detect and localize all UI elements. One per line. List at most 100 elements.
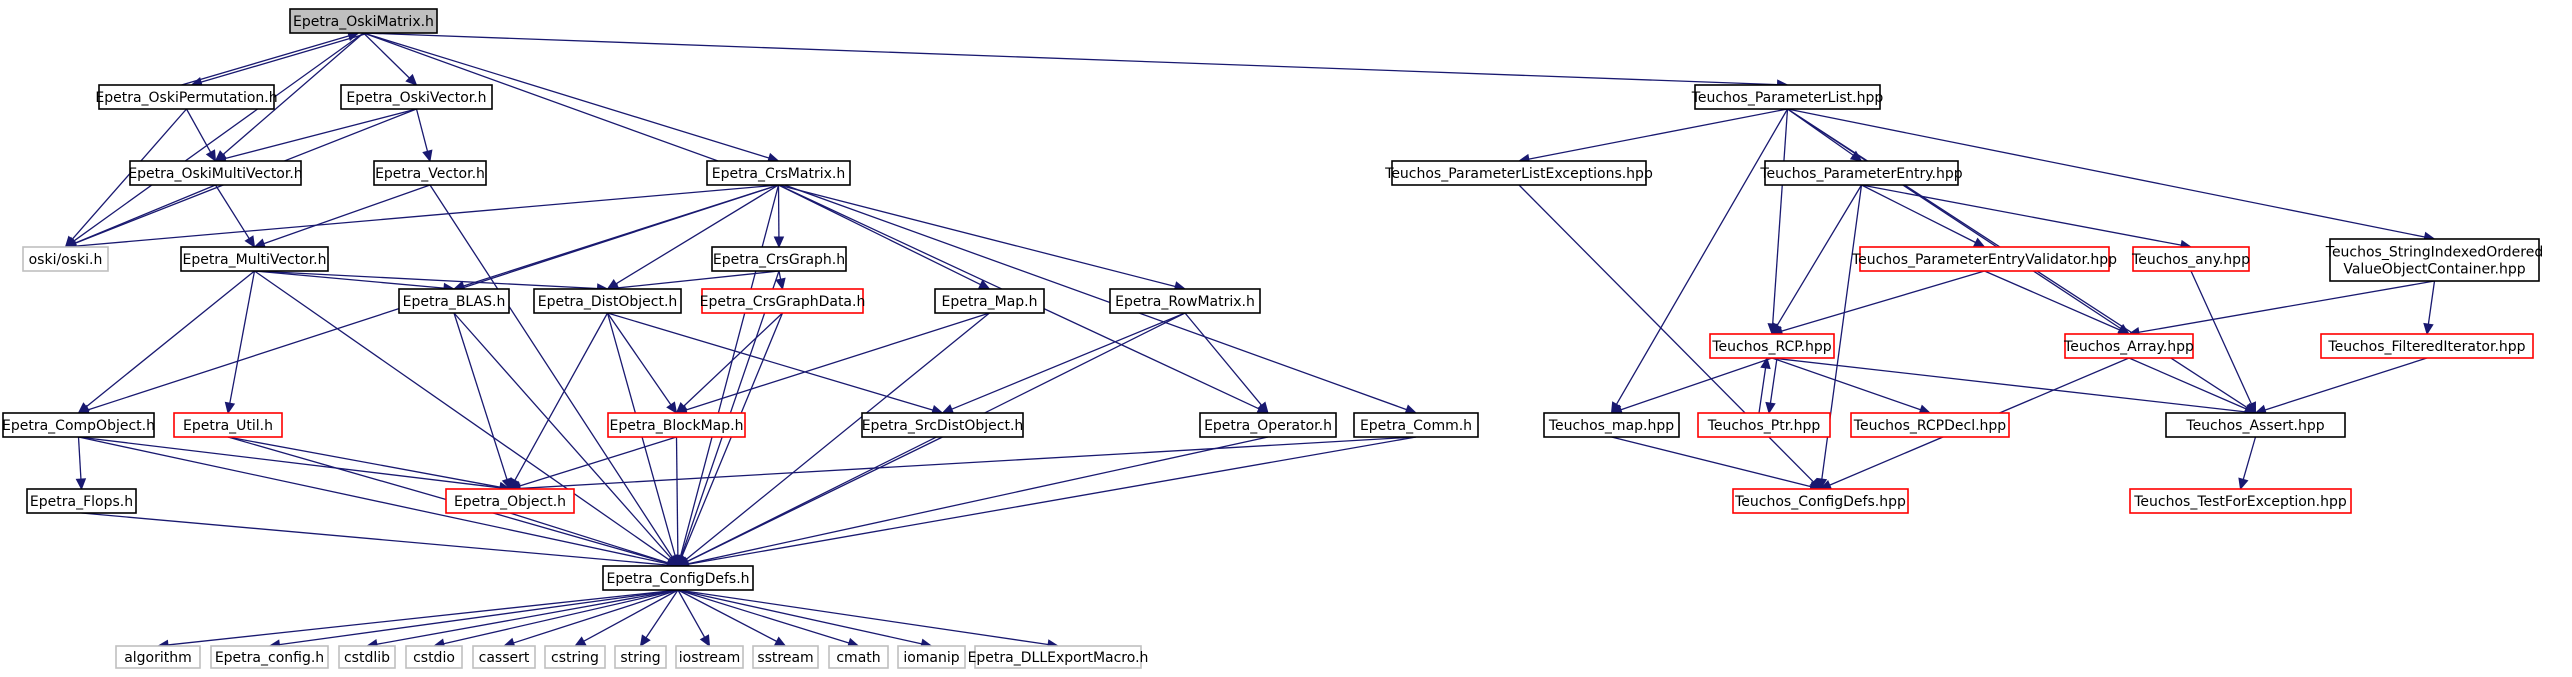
- node-box: [533, 288, 682, 314]
- edge-util-to-object: [227, 436, 501, 488]
- edge-paramentry-to-any: [1861, 184, 2182, 246]
- arrowhead-oskimultivector-to-multivector: [244, 235, 256, 249]
- node-rcp[interactable]: Teuchos_RCP.hpp: [1709, 333, 1835, 359]
- node-paramentryvalidator[interactable]: Teuchos_ParameterEntryValidator.hpp: [1851, 246, 2117, 272]
- nodes-layer: Epetra_OskiMatrix.hEpetra_OskiPermutatio…: [2, 8, 2543, 669]
- edge-oskimatrix-to-comm: [363, 32, 1407, 411]
- node-util[interactable]: Epetra_Util.h: [173, 412, 283, 438]
- arrowhead-oskivector-to-vector: [422, 149, 433, 163]
- node-box: [173, 412, 283, 438]
- node-box: [22, 246, 109, 272]
- node-iostream[interactable]: iostream: [675, 645, 744, 669]
- edge-map-to-blockmap: [685, 312, 990, 411]
- node-oskivector[interactable]: Epetra_OskiVector.h: [340, 84, 493, 110]
- node-dllexport[interactable]: Epetra_DLLExportMacro.h: [968, 645, 1149, 669]
- node-cstdio[interactable]: cstdio: [405, 645, 463, 669]
- node-iomanip[interactable]: iomanip: [897, 645, 966, 669]
- arrowhead-rcp-to-ptr: [1765, 401, 1776, 415]
- edge-comm-to-configdefs: [687, 436, 1417, 565]
- node-comm[interactable]: Epetra_Comm.h: [1353, 412, 1479, 438]
- edge-configdefs-to-sstream: [677, 589, 777, 642]
- node-ptr[interactable]: Teuchos_Ptr.hpp: [1697, 412, 1831, 438]
- edge-configdefs-to-algorithm: [167, 589, 679, 646]
- node-box: [2320, 333, 2534, 359]
- node-flops[interactable]: Epetra_Flops.h: [26, 488, 137, 514]
- node-box: [2132, 246, 2250, 272]
- node-oski[interactable]: oski/oski.h: [22, 246, 109, 272]
- node-paramlist[interactable]: Teuchos_ParameterList.hpp: [1691, 84, 1884, 110]
- node-crsmatrix[interactable]: Epetra_CrsMatrix.h: [706, 160, 851, 186]
- node-label: Epetra_CompObject.h: [2, 418, 155, 434]
- arrowhead-rowmatrix-to-srcdistobject: [941, 404, 955, 414]
- node-box: [544, 645, 606, 669]
- node-box: [129, 160, 302, 186]
- node-tassert[interactable]: Teuchos_Assert.hpp: [2165, 412, 2346, 438]
- node-box: [1764, 160, 1959, 186]
- node-map[interactable]: Epetra_Map.h: [934, 288, 1045, 314]
- edge-crsmatrix-to-rowmatrix: [778, 184, 1176, 288]
- edge-distobject-to-srcdistobject: [607, 312, 934, 411]
- node-label: oski/oski.h: [29, 252, 103, 268]
- node-string[interactable]: string: [614, 645, 667, 669]
- node-algorithm[interactable]: algorithm: [115, 645, 201, 669]
- node-operator[interactable]: Epetra_Operator.h: [1199, 412, 1337, 438]
- node-rcpdecl[interactable]: Teuchos_RCPDecl.hpp: [1850, 412, 2010, 438]
- node-paramentry[interactable]: Teuchos_ParameterEntry.hpp: [1759, 160, 1963, 186]
- node-any[interactable]: Teuchos_any.hpp: [2131, 246, 2250, 272]
- node-box: [472, 645, 536, 669]
- node-cmath[interactable]: cmath: [828, 645, 889, 669]
- node-label: cstdlib: [344, 650, 390, 666]
- node-label: Epetra_MultiVector.h: [182, 252, 326, 268]
- node-box: [711, 246, 847, 272]
- node-cstdlib[interactable]: cstdlib: [338, 645, 396, 669]
- node-sstream[interactable]: sstream: [752, 645, 819, 669]
- node-label: Epetra_ConfigDefs.h: [606, 571, 749, 587]
- node-label: iomanip: [903, 650, 959, 666]
- node-oskiperm[interactable]: Epetra_OskiPermutation.h: [95, 84, 278, 110]
- node-compobject[interactable]: Epetra_CompObject.h: [2, 412, 155, 438]
- edge-oskimultivector-to-multivector: [214, 184, 250, 239]
- node-cstring[interactable]: cstring: [544, 645, 606, 669]
- node-tmap[interactable]: Teuchos_map.hpp: [1543, 412, 1680, 438]
- node-label: Teuchos_TestForException.hpp: [2133, 494, 2347, 510]
- node-object[interactable]: Epetra_Object.h: [445, 488, 575, 514]
- node-cassert[interactable]: cassert: [472, 645, 536, 669]
- node-srcdistobject[interactable]: Epetra_SrcDistObject.h: [861, 412, 1024, 438]
- node-blockmap[interactable]: Epetra_BlockMap.h: [607, 412, 746, 438]
- node-crsgraph[interactable]: Epetra_CrsGraph.h: [711, 246, 847, 272]
- node-vector[interactable]: Epetra_Vector.h: [373, 160, 487, 186]
- node-tarray[interactable]: Teuchos_Array.hpp: [2063, 333, 2194, 359]
- edge-ptr-to-rcp: [1758, 367, 1767, 414]
- node-paramlistexc[interactable]: Teuchos_ParameterListExceptions.hpp: [1384, 160, 1653, 186]
- node-label: algorithm: [124, 650, 192, 666]
- edge-paramlist-to-paramlistexc: [1528, 108, 1788, 160]
- node-epetraconfig[interactable]: Epetra_config.h: [210, 645, 329, 669]
- node-label: Epetra_RowMatrix.h: [1115, 294, 1255, 310]
- node-crsgraphdata[interactable]: Epetra_CrsGraphData.h: [700, 288, 866, 314]
- edge-multivector-to-configdefs: [254, 270, 671, 561]
- node-box: [1199, 412, 1337, 438]
- node-oskimultivector[interactable]: Epetra_OskiMultiVector.h: [128, 160, 303, 186]
- node-box: [1543, 412, 1680, 438]
- node-blas[interactable]: Epetra_BLAS.h: [398, 288, 510, 314]
- node-box: [405, 645, 463, 669]
- node-multivector[interactable]: Epetra_MultiVector.h: [180, 246, 329, 272]
- node-rowmatrix[interactable]: Epetra_RowMatrix.h: [1109, 288, 1261, 314]
- node-distobject[interactable]: Epetra_DistObject.h: [533, 288, 682, 314]
- node-label: iostream: [679, 650, 741, 666]
- node-oskimatrix[interactable]: Epetra_OskiMatrix.h: [289, 8, 438, 34]
- edge-crsmatrix-to-distobject: [615, 184, 779, 285]
- node-box: [828, 645, 889, 669]
- node-configdefs[interactable]: Epetra_ConfigDefs.h: [602, 565, 754, 591]
- node-box: [1859, 246, 2110, 272]
- node-box: [607, 412, 746, 438]
- node-label: Epetra_OskiVector.h: [346, 90, 486, 106]
- node-label: Teuchos_RCPDecl.hpp: [1853, 418, 2007, 434]
- node-filterediter[interactable]: Teuchos_FilteredIterator.hpp: [2320, 333, 2534, 359]
- edge-oskiperm-to-oskimultivector: [185, 108, 212, 153]
- node-tconfigdefs[interactable]: Teuchos_ConfigDefs.hpp: [1732, 488, 1909, 514]
- node-testforexc[interactable]: Teuchos_TestForException.hpp: [2129, 488, 2352, 514]
- node-box: [861, 412, 1024, 438]
- node-strindexed[interactable]: Teuchos_StringIndexedOrderedValueObjectC…: [2325, 238, 2543, 282]
- edge-blockmap-to-object: [519, 436, 677, 487]
